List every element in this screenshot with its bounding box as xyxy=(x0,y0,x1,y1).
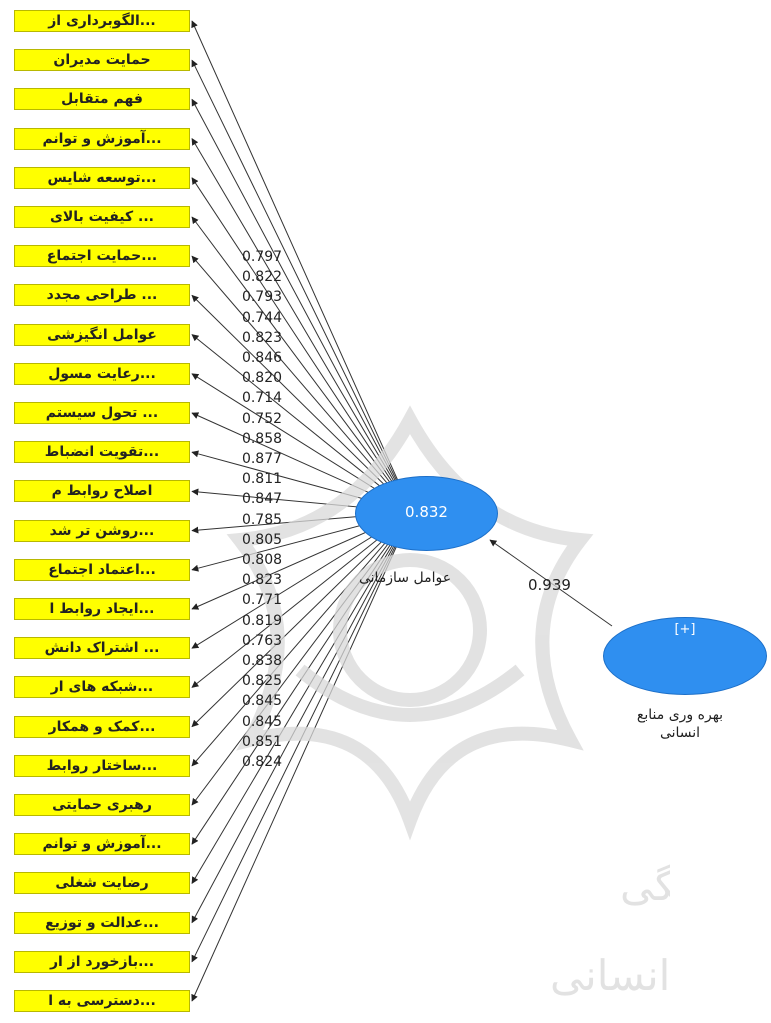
indicator-box[interactable]: ... تحول سیستم xyxy=(14,402,190,424)
loading-value: 0.838 xyxy=(241,653,283,669)
loading-value: 0.752 xyxy=(241,410,283,427)
loading-value: 0.823 xyxy=(241,572,283,589)
loading-value: 0.823 xyxy=(241,329,283,346)
loading-value: 0.847 xyxy=(241,491,283,508)
indicator-loading-arrow xyxy=(191,20,413,513)
indicator-box[interactable]: ...روشن تر شد xyxy=(14,519,190,542)
indicator-box[interactable]: حمایت مدیران xyxy=(14,49,190,72)
indicator-box[interactable]: ...شبکه های ار xyxy=(14,676,190,699)
loading-value: 0.851 xyxy=(241,733,283,750)
loading-value: 0.785 xyxy=(241,511,283,528)
loading-value: 0.744 xyxy=(241,309,283,326)
indicator-box[interactable]: ... کیفیت بالای xyxy=(14,206,190,228)
indicator-loading-arrow xyxy=(191,59,413,513)
indicator-box[interactable]: ... طراحی مجدد xyxy=(14,284,190,307)
r-squared-value: 0.832 xyxy=(405,503,448,521)
loading-value: 0.858 xyxy=(241,430,283,447)
expand-indicators-button[interactable]: [+] xyxy=(674,622,696,637)
indicator-loading-arrow xyxy=(191,294,413,513)
indicator-box[interactable]: ...توسعه شایس xyxy=(14,166,190,189)
hr-productivity-construct-circle[interactable]: [+] xyxy=(603,617,767,695)
loading-value: 0.714 xyxy=(241,390,283,407)
loading-value: 0.797 xyxy=(241,249,283,265)
loading-value: 0.771 xyxy=(241,592,283,609)
loading-value: 0.877 xyxy=(241,451,283,467)
indicator-box[interactable]: رضایت شغلی xyxy=(14,872,190,895)
loading-value: 0.819 xyxy=(241,612,283,629)
loading-value: 0.811 xyxy=(241,471,283,488)
loading-value: 0.820 xyxy=(241,370,283,387)
loading-value: 0.805 xyxy=(241,531,283,548)
path-coefficient-label: 0.939 xyxy=(528,576,571,594)
loading-value: 0.846 xyxy=(241,350,283,366)
indicator-loading-arrow xyxy=(191,216,413,513)
indicator-loading-arrow xyxy=(191,511,413,806)
hr-label-line1: بهره وری منابع xyxy=(636,707,724,723)
loading-value: 0.808 xyxy=(241,552,283,568)
indicator-box[interactable]: ...الگوبرداری از xyxy=(14,10,190,32)
indicator-box[interactable]: ...آموزش و توانم xyxy=(14,833,190,856)
loading-value: 0.824 xyxy=(241,754,283,770)
indicator-loading-arrow xyxy=(191,98,413,513)
loading-value: 0.845 xyxy=(241,693,283,710)
indicator-box[interactable]: ...اعتماد اجتماع xyxy=(14,558,190,581)
indicator-box[interactable]: ...آموزش و توانم xyxy=(14,127,190,150)
hr-label-line2: انسانی xyxy=(659,725,701,741)
indicator-box[interactable]: ...عدالت و توزیع xyxy=(14,911,190,934)
indicator-box[interactable]: رهبری حمایتی xyxy=(14,794,190,816)
indicator-box[interactable]: ...حمایت اجتماع xyxy=(14,245,190,268)
indicator-box[interactable]: فهم متقابل xyxy=(14,88,190,111)
main-construct-label: عوامل سازمانی xyxy=(358,570,452,586)
indicator-box[interactable]: ...ایجاد روابط ا xyxy=(14,598,190,620)
indicator-box[interactable]: ...تقویت انضباط xyxy=(14,441,190,464)
loading-value: 0.822 xyxy=(241,269,283,286)
indicator-loading-arrow xyxy=(191,511,413,728)
indicator-box[interactable]: ...ساختار روابط xyxy=(14,754,190,777)
indicator-box[interactable]: ... اشتراک دانش xyxy=(14,637,190,660)
hr-productivity-construct-label: بهره وری منابع انسانی xyxy=(590,706,770,742)
loading-value: 0.845 xyxy=(241,713,283,730)
indicator-loading-arrow xyxy=(191,511,413,767)
loading-value: 0.793 xyxy=(241,289,283,306)
indicator-loading-arrow xyxy=(191,511,413,885)
main-construct-circle[interactable]: 0.832 xyxy=(355,476,498,551)
indicator-loading-arrow xyxy=(191,137,413,513)
loading-value: 0.763 xyxy=(241,632,283,649)
indicator-loading-arrow xyxy=(191,177,413,513)
indicator-box[interactable]: ...رعایت مسول xyxy=(14,362,190,385)
indicator-box[interactable]: ...دسترسی به ا xyxy=(14,990,190,1012)
indicator-loading-arrow xyxy=(191,511,413,845)
indicator-box[interactable]: ...بازخورد از ار xyxy=(14,950,190,973)
indicator-box[interactable]: اصلاح روابط م xyxy=(14,480,190,503)
indicator-loading-arrow xyxy=(191,255,413,513)
loading-value: 0.825 xyxy=(241,673,283,690)
indicator-box[interactable]: ...کمک و همکار xyxy=(14,715,190,738)
indicator-box[interactable]: عوامل انگیزشی xyxy=(14,323,190,346)
